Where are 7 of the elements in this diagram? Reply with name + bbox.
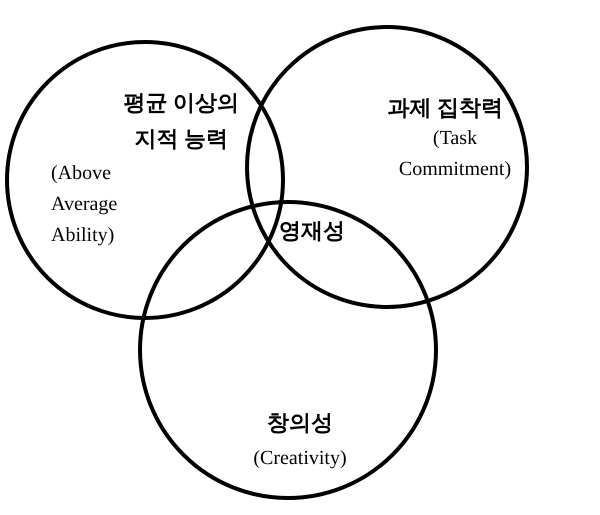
overlap-label: 영재성 [278, 217, 346, 245]
circle-heading: 과제 집착력 [386, 94, 504, 122]
circle-subtitle: (Creativity) [252, 446, 348, 471]
circle-subtitle: (Above Average Ability) [51, 161, 118, 248]
circle-heading: 창의성 [266, 409, 334, 437]
circle-subtitle: (Task Commitment) [398, 126, 512, 182]
circle-heading: 평균 이상의 지적 능력 [122, 89, 240, 153]
